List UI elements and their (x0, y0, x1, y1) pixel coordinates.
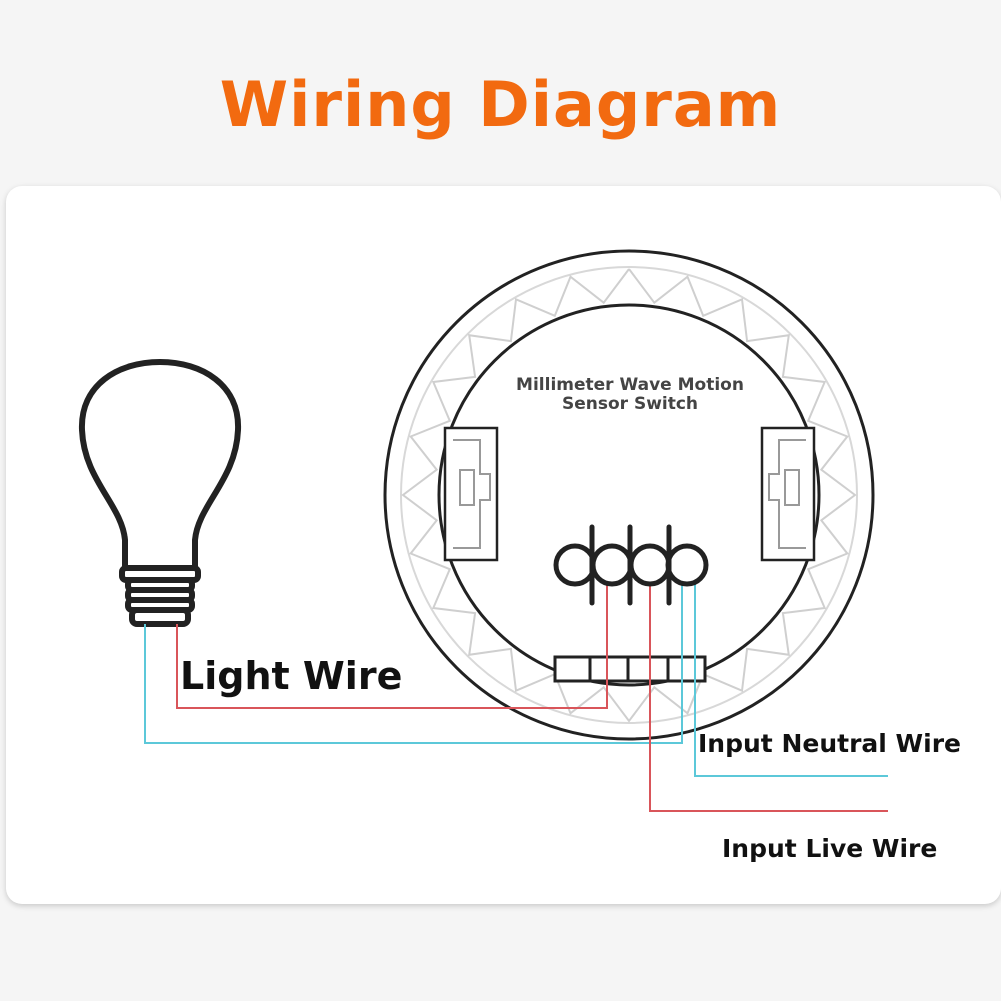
device-label: Millimeter Wave Motion Sensor Switch (516, 375, 744, 414)
input-live-wire-label: Input Live Wire (722, 834, 938, 863)
input-neutral-wire-label: Input Neutral Wire (698, 729, 961, 758)
light-wire (176, 566, 608, 709)
page-title: Wiring Diagram (219, 68, 782, 141)
sensor-switch-icon (383, 249, 875, 741)
ring-zigzag (401, 268, 857, 723)
light-wire-label: Light Wire (180, 654, 403, 698)
input-neutral-wire (694, 566, 888, 777)
light-bulb-icon (78, 359, 242, 627)
terminal-pins (553, 524, 709, 606)
ring-pattern (401, 268, 857, 723)
input-live-wire (649, 566, 888, 812)
right-clip (760, 426, 816, 562)
left-clip (443, 426, 499, 562)
light-neutral-wire (144, 566, 683, 744)
terminal-strip (553, 655, 707, 683)
